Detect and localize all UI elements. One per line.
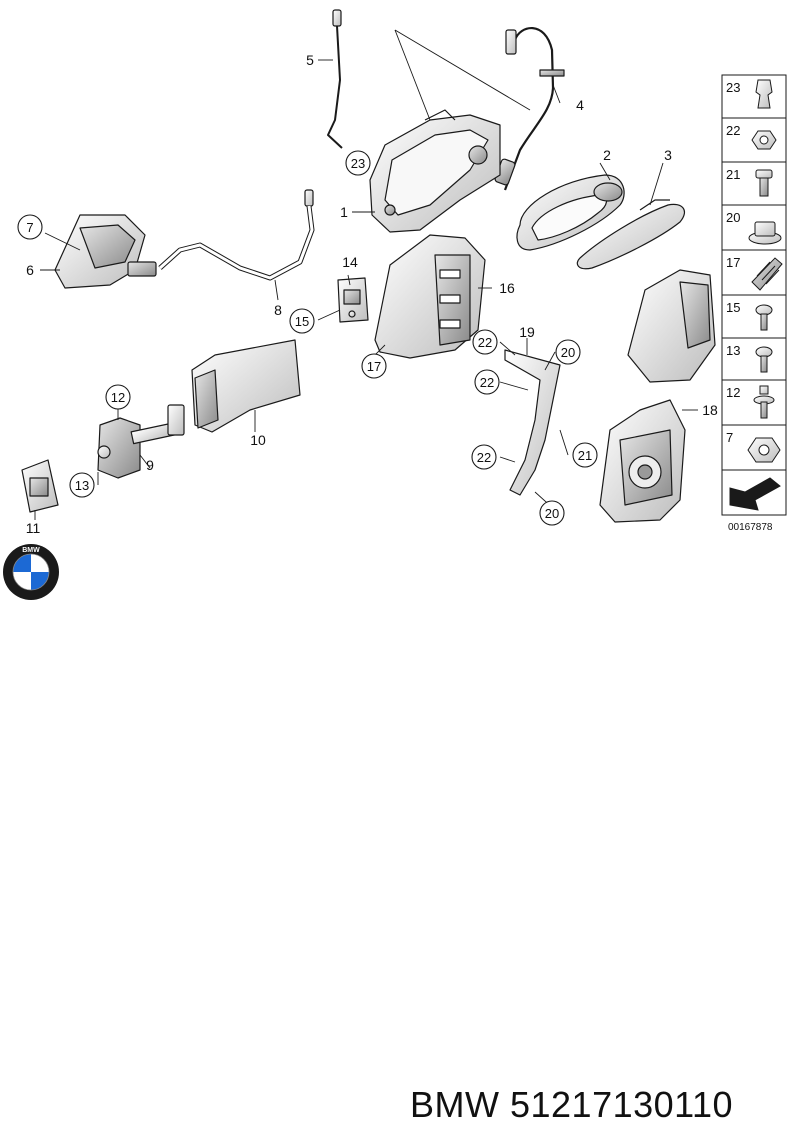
callout-18: 18 (702, 402, 718, 418)
part-cover-6-7 (54, 214, 146, 289)
part-handle-carrier-1 (369, 109, 501, 233)
part-outer-handle-3 (576, 199, 685, 270)
part-lock-16 (374, 234, 486, 359)
callout-20-a: 20 (561, 345, 575, 360)
callout-22-a: 22 (478, 335, 492, 350)
bmw-logo-text: BMW (22, 547, 40, 554)
callout-23: 23 (351, 156, 365, 171)
callout-22-c: 22 (477, 450, 491, 465)
parts-diagram: 5 4 1 2 3 6 8 14 16 19 10 9 11 18 23 7 1… (17, 9, 787, 536)
callout-22-b: 22 (480, 375, 494, 390)
clip-icon (755, 79, 773, 109)
part-number-title: BMW 51217130110 (410, 1084, 734, 1125)
footer: BMW BMW 51217130110 (0, 538, 800, 1125)
callout-19: 19 (519, 324, 535, 340)
bolt-icon (755, 169, 773, 197)
part-actuator-18 (599, 399, 686, 523)
part-cable-8 (127, 189, 315, 281)
part-lock-rear (627, 269, 716, 383)
arrow-icon (729, 477, 781, 511)
callout-6: 6 (26, 262, 34, 278)
callout-13: 13 (75, 478, 89, 493)
legend-number-22: 22 (726, 123, 740, 138)
part-bracket-19 (504, 349, 561, 496)
legend-number-12: 12 (726, 385, 740, 400)
callout-7: 7 (26, 220, 33, 235)
callout-20-b: 20 (545, 506, 559, 521)
part-latch-plate-14 (337, 277, 369, 323)
callout-5: 5 (306, 52, 314, 68)
callout-10: 10 (250, 432, 266, 448)
hex-nut-icon (751, 130, 777, 150)
callout-11: 11 (26, 520, 41, 536)
legend-number-13: 13 (726, 343, 740, 358)
callout-16: 16 (499, 280, 515, 296)
screw-icon (755, 346, 773, 373)
callout-1: 1 (340, 204, 348, 220)
callout-9: 9 (146, 457, 154, 473)
legend-number-17: 17 (726, 255, 740, 270)
callout-12: 12 (111, 390, 125, 405)
screw-icon (755, 304, 773, 331)
grommet-icon (751, 257, 783, 291)
callout-2: 2 (603, 147, 611, 163)
callout-4: 4 (576, 97, 584, 113)
legend-number-15: 15 (726, 300, 740, 315)
part-door-check-9 (97, 404, 185, 479)
part-bracket-11 (21, 459, 59, 513)
flange-nut-icon (748, 221, 782, 245)
leader-lines (34, 29, 698, 520)
washer-bolt-icon (753, 385, 775, 419)
part-duct-10 (191, 339, 301, 433)
bmw-logo: BMW (3, 544, 59, 600)
part-rod-5 (327, 9, 343, 149)
reference-number: 00167878 (728, 522, 773, 533)
callout-21: 21 (578, 448, 592, 463)
callout-3: 3 (664, 147, 672, 163)
callout-15: 15 (295, 314, 309, 329)
callout-17: 17 (367, 359, 381, 374)
hardware-legend: 23 22 21 20 17 15 13 12 7 (721, 74, 787, 533)
legend-number-23: 23 (726, 80, 740, 95)
part-handle-bowl-2 (516, 174, 625, 251)
callout-14: 14 (342, 254, 358, 270)
hex-nut-icon (747, 437, 781, 463)
callout-8: 8 (274, 302, 282, 318)
legend-number-20: 20 (726, 210, 740, 225)
legend-number-7: 7 (726, 430, 733, 445)
legend-number-21: 21 (726, 167, 740, 182)
